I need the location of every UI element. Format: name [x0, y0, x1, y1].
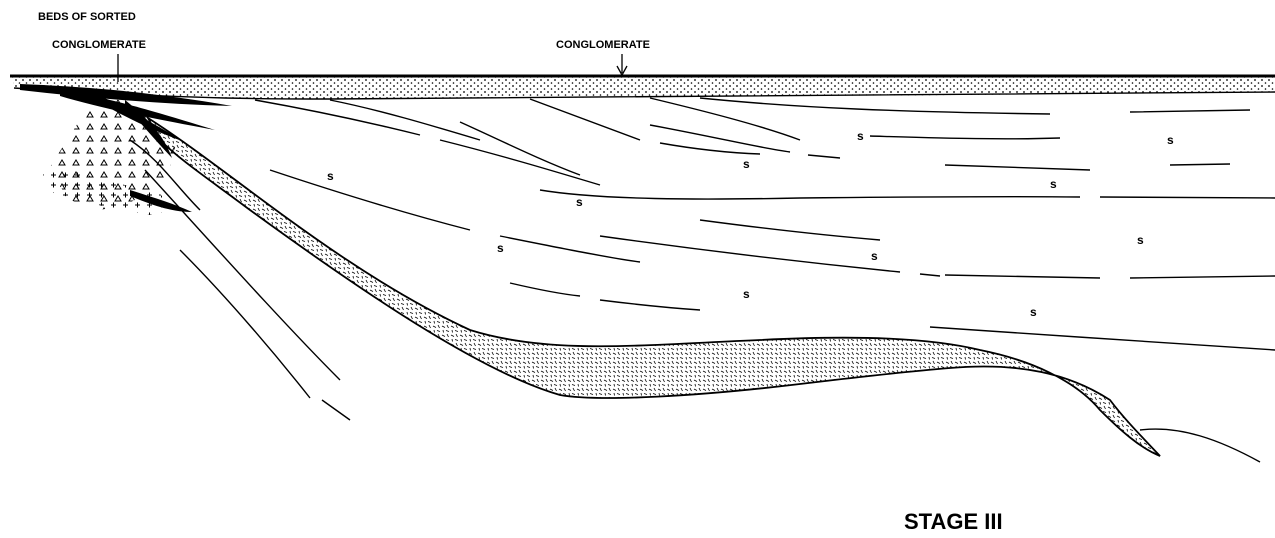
sandstone-marker-6: s: [1050, 177, 1057, 191]
sandstone-marker-8: s: [871, 249, 878, 263]
bed-line-5: [530, 99, 760, 154]
lower-bed-3: [322, 400, 350, 420]
sandstone-marker-1: s: [327, 169, 334, 183]
stage-caption: STAGE III: [904, 509, 1003, 534]
sandstone-marker-11: s: [1030, 305, 1037, 319]
sandstone-marker-3: s: [497, 241, 504, 255]
sandstone-marker-5: s: [857, 129, 864, 143]
bed-line-7: [700, 98, 1250, 114]
beds-of-sorted-label: BEDS OF SORTED: [38, 11, 136, 23]
sandstone-marker-10: s: [743, 287, 750, 301]
dashed-texture-bed: [148, 118, 1160, 456]
bed-line-1: [255, 100, 600, 185]
bed-line-9: [870, 136, 1060, 139]
conglomerate-label: CONGLOMERATE: [556, 39, 650, 51]
bed-line-15: [510, 283, 700, 310]
sandstone-marker-7: s: [1167, 133, 1174, 147]
sandstone-marker-4: s: [743, 157, 750, 171]
bed-line-3: [330, 100, 480, 140]
bed-line-11: [540, 190, 1275, 199]
sandstone-marker-9: s: [1137, 233, 1144, 247]
bed-line-4: [460, 122, 580, 175]
bed-line-16: [930, 327, 1275, 350]
bed-line-17: [1140, 429, 1260, 462]
lower-bed-2: [180, 250, 310, 398]
beds-conglomerate-label: CONGLOMERATE: [52, 39, 146, 51]
top-conglomerate-bed: [12, 76, 1275, 99]
bed-line-12: [600, 236, 940, 276]
bed-line-13: [700, 220, 880, 240]
bed-line-14: [945, 275, 1275, 278]
sandstone-marker-2: s: [576, 195, 583, 209]
bed-line-10: [945, 164, 1230, 170]
